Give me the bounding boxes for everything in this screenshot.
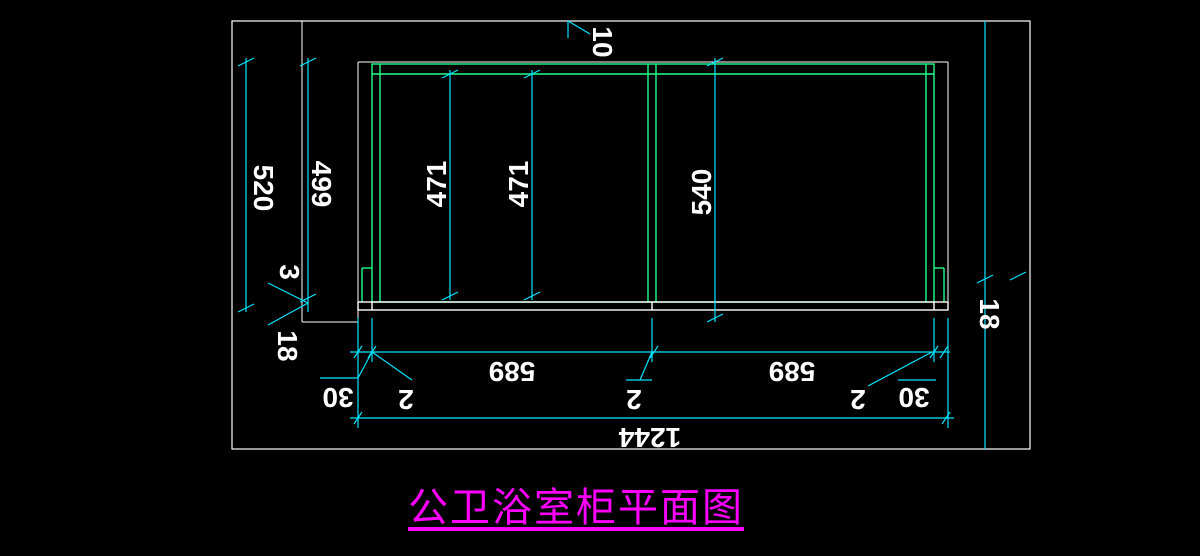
dim-499: 499	[306, 161, 337, 208]
dim-471-a: 471	[421, 161, 452, 208]
dim-30-left: 30	[322, 382, 353, 413]
dim-471-b: 471	[503, 161, 534, 208]
dim-10: 10	[587, 26, 618, 57]
countertop-base	[357, 301, 949, 311]
drawing-frame	[231, 20, 1031, 450]
wall-lines	[301, 21, 949, 323]
dim-2-a: 2	[398, 384, 414, 415]
cabinet-outline	[361, 63, 945, 303]
dim-540: 540	[686, 169, 717, 216]
dim-589-left: 589	[489, 356, 536, 387]
drawing-title: 公卫浴室柜平面图	[408, 485, 744, 531]
dim-30-right: 30	[898, 382, 929, 413]
dim-3: 3	[274, 264, 305, 280]
dim-total: 1244	[618, 422, 681, 453]
dim-520: 520	[248, 165, 279, 212]
dim-18-right: 18	[974, 298, 1005, 329]
dim-2-c: 2	[850, 384, 866, 415]
dimension-lines	[237, 20, 1027, 449]
dim-2-b: 2	[626, 384, 642, 415]
dim-589-right: 589	[769, 356, 816, 387]
dim-18-left: 18	[272, 330, 303, 361]
